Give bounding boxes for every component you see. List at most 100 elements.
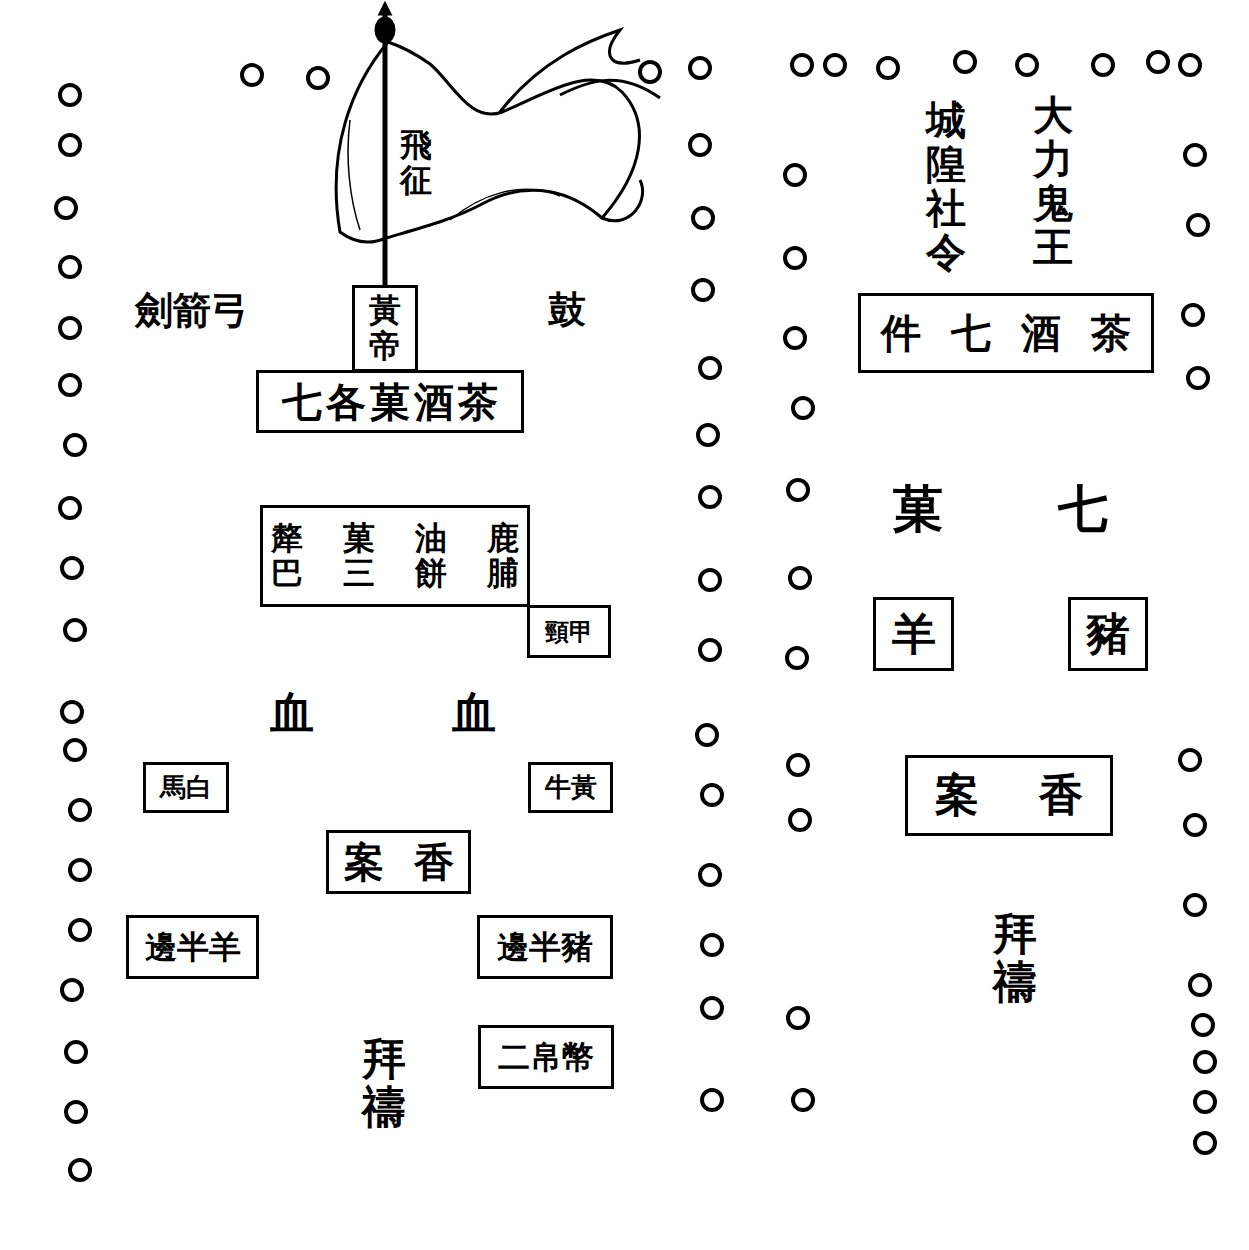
ring-dot	[790, 810, 810, 830]
ring-dot	[1185, 895, 1205, 915]
flag-streamer	[560, 80, 660, 98]
blood-label: 血	[270, 688, 314, 739]
ring-dot	[65, 740, 85, 760]
ring-dot	[698, 425, 718, 445]
incense-table: 案香	[905, 755, 1113, 836]
ring-dot	[60, 318, 80, 338]
ring-dot	[60, 498, 80, 518]
ring-dot	[700, 487, 720, 507]
box-text: 鹿脯	[487, 521, 519, 591]
ring-dot	[70, 860, 90, 880]
ring-dot	[955, 52, 975, 72]
ring-dot	[690, 135, 710, 155]
weapon-label: 劍箭弓	[135, 288, 249, 332]
ring-dot	[62, 558, 82, 578]
flag-fold	[450, 189, 560, 220]
ring-dot	[793, 1090, 813, 1110]
flag-streamer	[500, 30, 640, 112]
ring-dot	[60, 85, 80, 105]
box-text: 菓三	[343, 521, 375, 591]
offering-box: 馬白	[143, 762, 229, 813]
ring-dot	[700, 358, 720, 378]
ring-dot	[66, 1042, 86, 1062]
ring-dot	[1148, 52, 1168, 72]
ring-dot	[788, 1008, 808, 1028]
box-text: 豬	[1086, 609, 1130, 660]
ring-dot	[640, 62, 660, 82]
ring-dot	[788, 480, 808, 500]
ring-dot	[825, 55, 845, 75]
offering-box: 七各菓酒茶	[256, 370, 524, 433]
worship-label: 拜禱	[362, 1035, 406, 1132]
worship-label: 拜禱	[993, 910, 1037, 1007]
box-text: 羊	[892, 609, 936, 660]
ring-dot	[1185, 815, 1205, 835]
ring-dot	[1185, 145, 1205, 165]
ring-dot	[1017, 55, 1037, 75]
box-text: 馬白	[160, 773, 212, 803]
offering-box: 羊	[873, 597, 954, 671]
ring-dot	[700, 865, 720, 885]
box-text: 案香	[344, 839, 484, 885]
box-text: 二帛幣	[498, 1039, 594, 1076]
ring-dot	[60, 135, 80, 155]
box-text: 案香	[935, 770, 1143, 821]
ring-dot	[693, 208, 713, 228]
box-text: 犛巴	[271, 521, 303, 591]
ring-dot	[1195, 1052, 1215, 1072]
flag-pole	[383, 14, 388, 288]
ring-dot	[70, 800, 90, 820]
ring-dot	[790, 568, 810, 588]
ring-dot	[62, 980, 82, 1000]
ring-dot	[785, 328, 805, 348]
seven-label: 七	[1058, 480, 1108, 538]
ring-dot	[70, 1160, 90, 1180]
offering-box: 二帛幣	[478, 1025, 614, 1089]
blood-label: 血	[452, 688, 496, 739]
ring-dot	[1195, 1133, 1215, 1153]
ring-dot	[693, 280, 713, 300]
drum-label: 鼓	[548, 288, 586, 332]
pole-knob	[376, 18, 394, 42]
flag-banner	[336, 42, 639, 242]
ring-dot	[792, 55, 812, 75]
offering-box: 邊半羊	[126, 915, 259, 979]
ring-dot	[308, 68, 328, 88]
ring-dot	[1183, 305, 1203, 325]
offering-box: 犛巴菓三油餅鹿脯	[260, 505, 530, 607]
ring-dot	[56, 198, 76, 218]
pole-finial	[380, 4, 390, 14]
ring-dot	[702, 935, 722, 955]
ring-dot	[793, 398, 813, 418]
ring-dot	[878, 58, 898, 78]
flag-illustration	[336, 4, 660, 288]
ring-dot	[70, 920, 90, 940]
box-text: 件七酒茶	[881, 310, 1161, 356]
ring-dot	[785, 165, 805, 185]
flag-fold	[348, 120, 360, 230]
ring-dot	[785, 248, 805, 268]
offering-box: 邊半豬	[477, 915, 613, 979]
box-text: 邊半羊	[145, 929, 241, 966]
fruit-label: 菓	[893, 480, 943, 538]
ring-dot	[788, 755, 808, 775]
ring-dot	[1093, 55, 1113, 75]
boundary-dots	[56, 52, 1215, 1180]
ring-dot	[702, 785, 722, 805]
ring-dot	[66, 1102, 86, 1122]
offering-box: 豬	[1068, 597, 1148, 671]
ring-dot	[1188, 368, 1208, 388]
ring-dot	[787, 648, 807, 668]
offering-box: 牛黃	[528, 762, 613, 813]
ring-dot	[690, 58, 710, 78]
ring-dot	[62, 702, 82, 722]
ring-dot	[242, 65, 262, 85]
ring-dot	[65, 435, 85, 455]
ring-dot	[1190, 975, 1210, 995]
ring-dot	[1195, 1092, 1215, 1112]
ring-dot	[65, 620, 85, 640]
ring-dot	[1188, 215, 1208, 235]
deity-name: 城隍社令	[926, 98, 966, 274]
ring-dot	[1180, 750, 1200, 770]
deity-name: 大力鬼王	[1033, 93, 1073, 269]
